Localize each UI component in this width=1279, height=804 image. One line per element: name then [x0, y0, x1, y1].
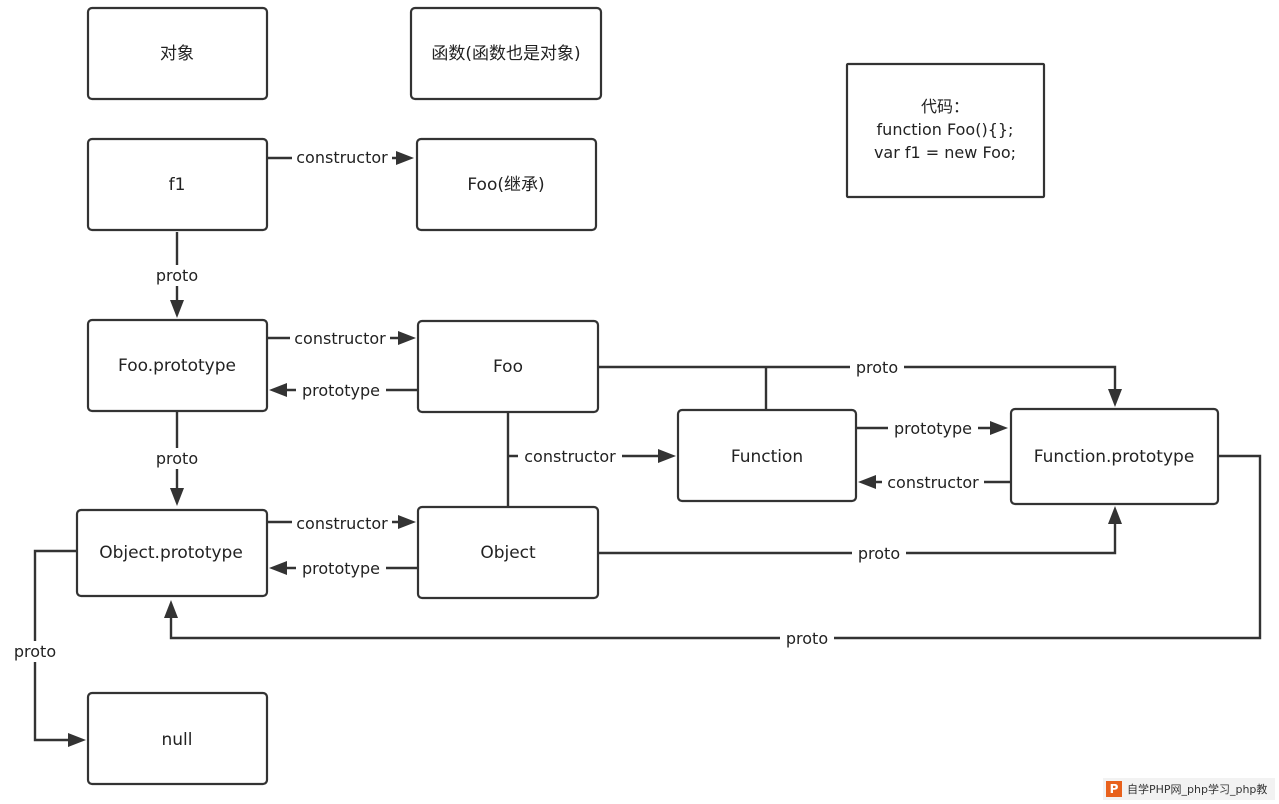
- legend-function-label: 函数(函数也是对象): [431, 44, 580, 64]
- watermark-logo-icon: P: [1106, 781, 1122, 797]
- node-function-label: Function: [731, 447, 803, 467]
- code-line-2: function Foo(){};: [877, 120, 1014, 139]
- edge-label-object-proto: proto: [858, 544, 900, 563]
- code-line-3: var f1 = new Foo;: [874, 143, 1016, 162]
- edge-label-function-prototype: prototype: [894, 419, 972, 438]
- code-box: 代码： function Foo(){}; var f1 = new Foo;: [845, 62, 1046, 199]
- edge-label-functionproto-constructor: constructor: [887, 473, 979, 492]
- watermark-text: 自学PHP网_php学习_php教: [1127, 783, 1268, 796]
- edge-label-object-prototype: prototype: [302, 559, 380, 578]
- edge-label-f1-proto: proto: [156, 266, 198, 285]
- node-f1-label: f1: [169, 175, 186, 195]
- edge-label-objproto-constructor: constructor: [296, 514, 388, 533]
- edge-label-foo-proto: proto: [856, 358, 898, 377]
- node-object: Object: [416, 505, 600, 600]
- node-null-label: null: [162, 730, 193, 750]
- node-object-label: Object: [480, 543, 536, 563]
- site-watermark: P 自学PHP网_php学习_php教: [1103, 778, 1275, 800]
- edge-object-proto: [598, 518, 1117, 555]
- code-line-1: 代码：: [921, 97, 969, 116]
- edge-label-fooproto-proto: proto: [156, 449, 198, 468]
- legend-object-label: 对象: [160, 44, 194, 64]
- node-foo-prototype-label: Foo.prototype: [118, 356, 236, 376]
- edge-label-foo-prototype: prototype: [302, 381, 380, 400]
- edge-foo-proto: [598, 365, 1117, 394]
- edge-label-f1-constructor: constructor: [296, 148, 388, 167]
- node-object-prototype: Object.prototype: [75, 508, 269, 598]
- node-function: Function: [676, 408, 858, 503]
- legend-object-box: 对象: [86, 6, 269, 101]
- edge-labels: constructor proto constructor prototype …: [8, 147, 984, 662]
- node-foo-inherit-label: Foo(继承): [467, 175, 544, 195]
- node-foo-inherit: Foo(继承): [415, 137, 598, 232]
- node-null: null: [86, 691, 269, 786]
- legend-function-box: 函数(函数也是对象): [409, 6, 603, 101]
- edge-label-fooproto-constructor: constructor: [294, 329, 386, 348]
- node-foo-prototype: Foo.prototype: [86, 318, 269, 413]
- edge-label-foo-constructor: constructor: [524, 447, 616, 466]
- edge-functionproto-proto: [169, 454, 1262, 640]
- node-function-prototype-label: Function.prototype: [1034, 447, 1195, 467]
- edge-label-functionproto-proto: proto: [786, 629, 828, 648]
- node-object-prototype-label: Object.prototype: [99, 543, 243, 563]
- node-f1: f1: [86, 137, 269, 232]
- node-foo-label: Foo: [493, 357, 523, 377]
- node-foo: Foo: [416, 319, 600, 414]
- node-function-prototype: Function.prototype: [1009, 407, 1220, 506]
- edge-label-objproto-proto: proto: [14, 642, 56, 661]
